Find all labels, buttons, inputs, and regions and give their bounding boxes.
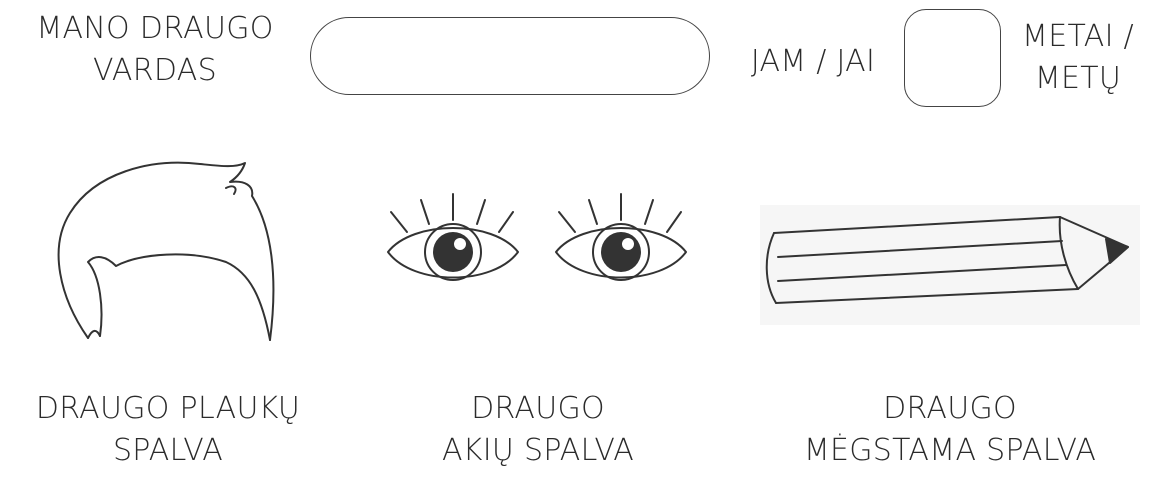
hair-caption-line1: DRAUGO PLAUKŲ bbox=[35, 391, 301, 426]
eyes-icon bbox=[387, 193, 687, 281]
right-eye bbox=[555, 193, 687, 281]
friend-name-label-line1: MANO DRAUGO bbox=[36, 11, 274, 46]
friend-name-field[interactable] bbox=[310, 17, 710, 95]
hair-icon bbox=[57, 161, 275, 341]
favorite-caption-line1: DRAUGO bbox=[883, 391, 1017, 426]
age-suffix-line1: METAI / bbox=[1022, 19, 1134, 54]
pencil-icon bbox=[760, 205, 1140, 325]
eyes-caption-line1: DRAUGO bbox=[471, 391, 605, 426]
hair-caption-line2: SPALVA bbox=[112, 433, 224, 468]
friend-name-label: MANO DRAUGO VARDAS bbox=[10, 8, 300, 92]
favorite-caption-line2: MĖGSTAMA SPALVA bbox=[803, 433, 1097, 468]
age-suffix-label: METAI / METŲ bbox=[1008, 16, 1148, 100]
hair-color-caption: DRAUGO PLAUKŲ SPALVA bbox=[8, 388, 328, 472]
friend-name-label-line2: VARDAS bbox=[93, 53, 217, 88]
favorite-color-caption: DRAUGO MĖGSTAMA SPALVA bbox=[780, 388, 1120, 472]
age-field[interactable] bbox=[904, 9, 1001, 107]
eyes-caption-line2: AKIŲ SPALVA bbox=[441, 433, 635, 468]
eye-color-caption: DRAUGO AKIŲ SPALVA bbox=[408, 388, 668, 472]
left-eye bbox=[387, 193, 519, 281]
age-suffix-line2: METŲ bbox=[1034, 61, 1122, 96]
age-prefix-label: JAM / JAI bbox=[750, 44, 876, 79]
